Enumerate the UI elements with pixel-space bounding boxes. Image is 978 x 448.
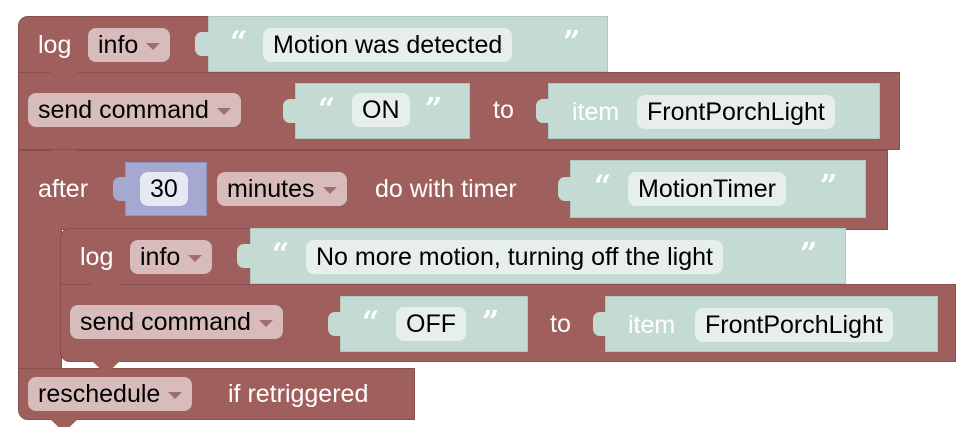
open-quote-icon: “: [272, 237, 290, 272]
puzzle-tab-icon: [593, 312, 607, 336]
to-label: to: [493, 96, 514, 124]
item-field[interactable]: FrontPorchLight: [637, 95, 835, 129]
chevron-down-icon: [188, 254, 203, 262]
open-quote-icon: “: [594, 169, 612, 204]
block-notch: [50, 72, 78, 80]
retrigger-dropdown[interactable]: reschedule: [28, 377, 193, 411]
retrigger-suffix: if retriggered: [228, 380, 369, 408]
chevron-down-icon: [322, 186, 337, 194]
puzzle-tab-icon: [113, 177, 127, 201]
log-level-value: info: [140, 243, 181, 271]
puzzle-tab-icon: [558, 177, 572, 201]
message-field[interactable]: Motion was detected: [263, 28, 513, 62]
open-quote-icon: “: [230, 25, 248, 60]
chevron-down-icon: [146, 42, 161, 50]
block-notch: [50, 419, 78, 427]
log-keyword: log: [80, 243, 114, 271]
do-with-timer-label: do with timer: [375, 175, 517, 203]
puzzle-tab-icon: [283, 99, 297, 123]
close-quote-icon: ”: [563, 25, 581, 60]
item-label: item: [572, 98, 620, 126]
block-notch: [92, 284, 120, 292]
after-keyword: after: [38, 175, 89, 203]
item-label: item: [628, 311, 676, 339]
unit-value: minutes: [227, 175, 315, 203]
close-quote-icon: ”: [820, 169, 838, 204]
unit-dropdown[interactable]: minutes: [217, 172, 347, 206]
block-notch: [50, 150, 78, 158]
block-notch: [92, 361, 120, 369]
command-field[interactable]: OFF: [396, 307, 466, 341]
timer-block-spine: [18, 228, 62, 374]
action-dropdown[interactable]: send command: [28, 93, 241, 127]
chevron-down-icon: [168, 391, 183, 399]
open-quote-icon: “: [362, 305, 380, 340]
action-value: send command: [80, 308, 251, 336]
chevron-down-icon: [258, 319, 273, 327]
open-quote-icon: “: [318, 92, 336, 127]
puzzle-tab-icon: [536, 99, 550, 123]
command-field[interactable]: ON: [352, 93, 410, 127]
log-level-value: info: [98, 31, 139, 59]
puzzle-tab-icon: [237, 244, 251, 268]
action-value: send command: [38, 96, 209, 124]
log-keyword: log: [38, 31, 72, 59]
action-dropdown[interactable]: send command: [70, 305, 283, 339]
retrigger-value: reschedule: [38, 380, 161, 408]
timer-name-field[interactable]: MotionTimer: [628, 172, 786, 206]
log-level-dropdown[interactable]: info: [88, 28, 171, 62]
to-label: to: [550, 310, 571, 338]
log-level-dropdown[interactable]: info: [130, 240, 213, 274]
close-quote-icon: ”: [425, 92, 443, 127]
close-quote-icon: ”: [800, 237, 818, 272]
duration-field[interactable]: 30: [140, 172, 188, 206]
puzzle-tab-icon: [195, 32, 209, 56]
message-field[interactable]: No more motion, turning off the light: [306, 240, 723, 274]
puzzle-tab-icon: [328, 312, 342, 336]
chevron-down-icon: [216, 107, 231, 115]
close-quote-icon: ”: [482, 305, 500, 340]
item-field[interactable]: FrontPorchLight: [695, 308, 893, 342]
